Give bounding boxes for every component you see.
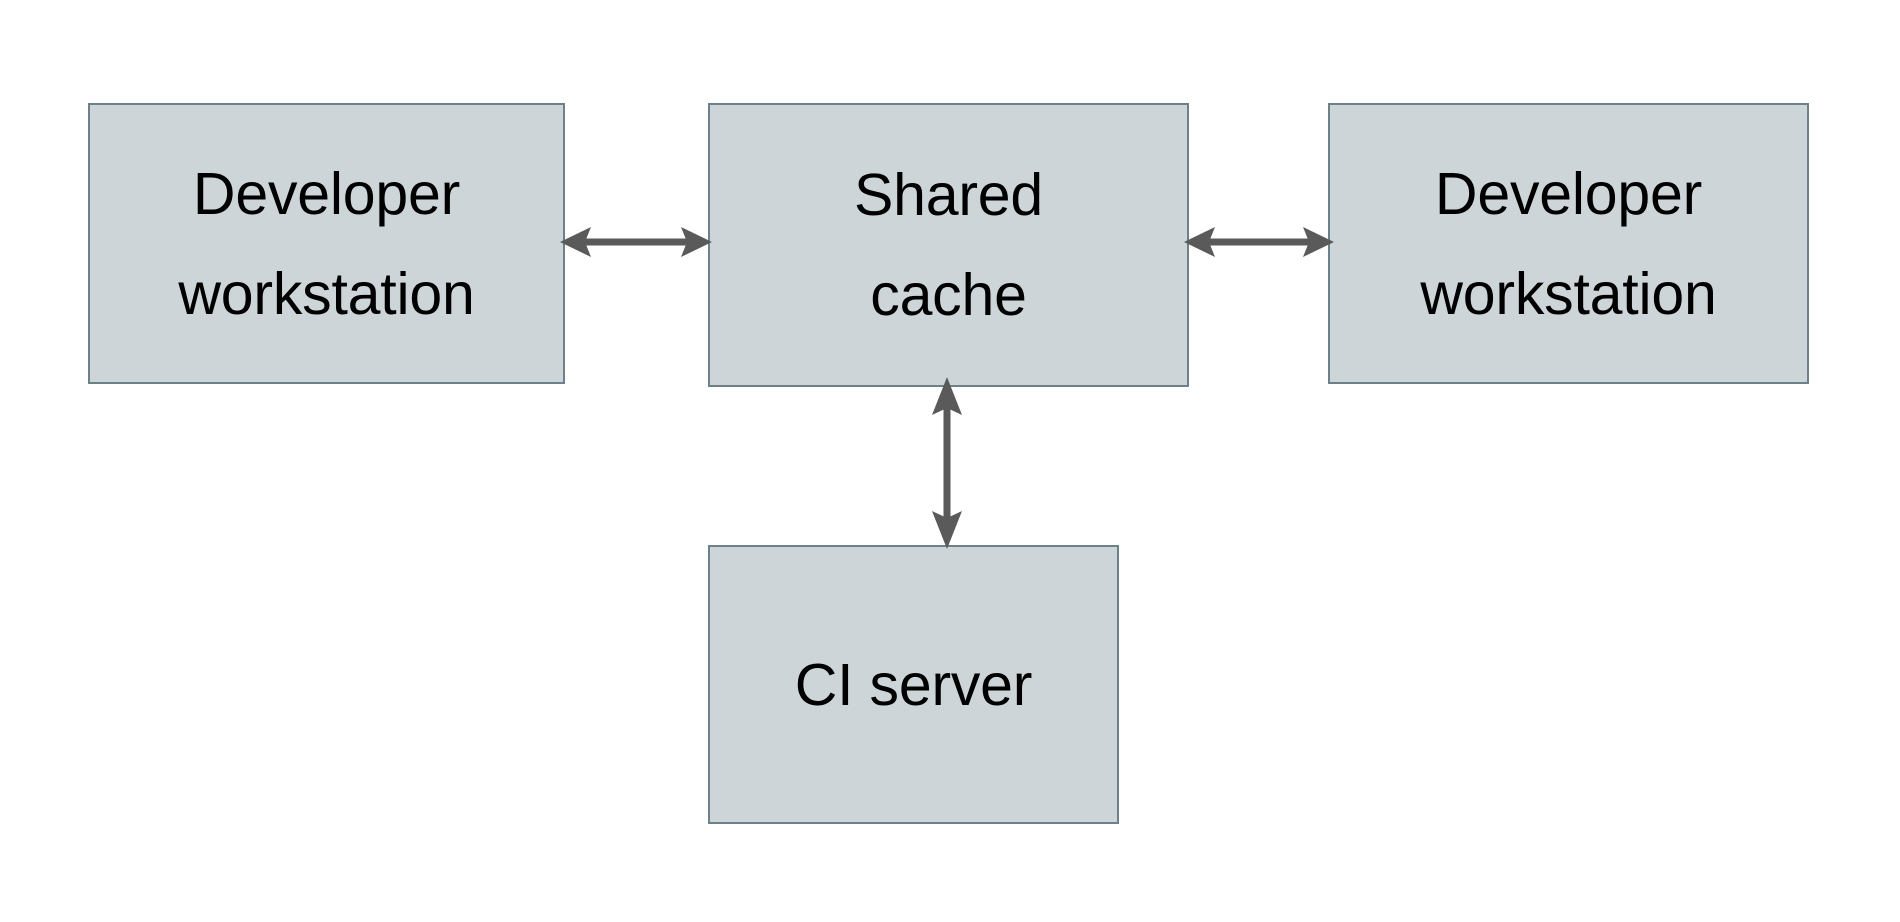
node-shared-cache[interactable]: Shared cache bbox=[708, 103, 1189, 387]
node-ci-server[interactable]: CI server bbox=[708, 545, 1119, 824]
node-developer-workstation-right[interactable]: Developer workstation bbox=[1328, 103, 1809, 384]
edge-developer-workstation-left-to-shared-cache[interactable] bbox=[560, 205, 712, 279]
edge-shared-cache-to-ci-server[interactable] bbox=[910, 377, 984, 549]
edge-shared-cache-to-developer-workstation-right[interactable] bbox=[1184, 205, 1334, 279]
node-label: Developer workstation bbox=[1420, 160, 1717, 327]
node-label: Developer workstation bbox=[178, 160, 475, 327]
double-arrow-icon bbox=[932, 377, 962, 549]
node-developer-workstation-left[interactable]: Developer workstation bbox=[88, 103, 565, 384]
node-label: CI server bbox=[794, 651, 1033, 718]
node-label: Shared cache bbox=[853, 162, 1044, 328]
double-arrow-icon bbox=[1184, 227, 1334, 257]
double-arrow-icon bbox=[560, 227, 712, 257]
